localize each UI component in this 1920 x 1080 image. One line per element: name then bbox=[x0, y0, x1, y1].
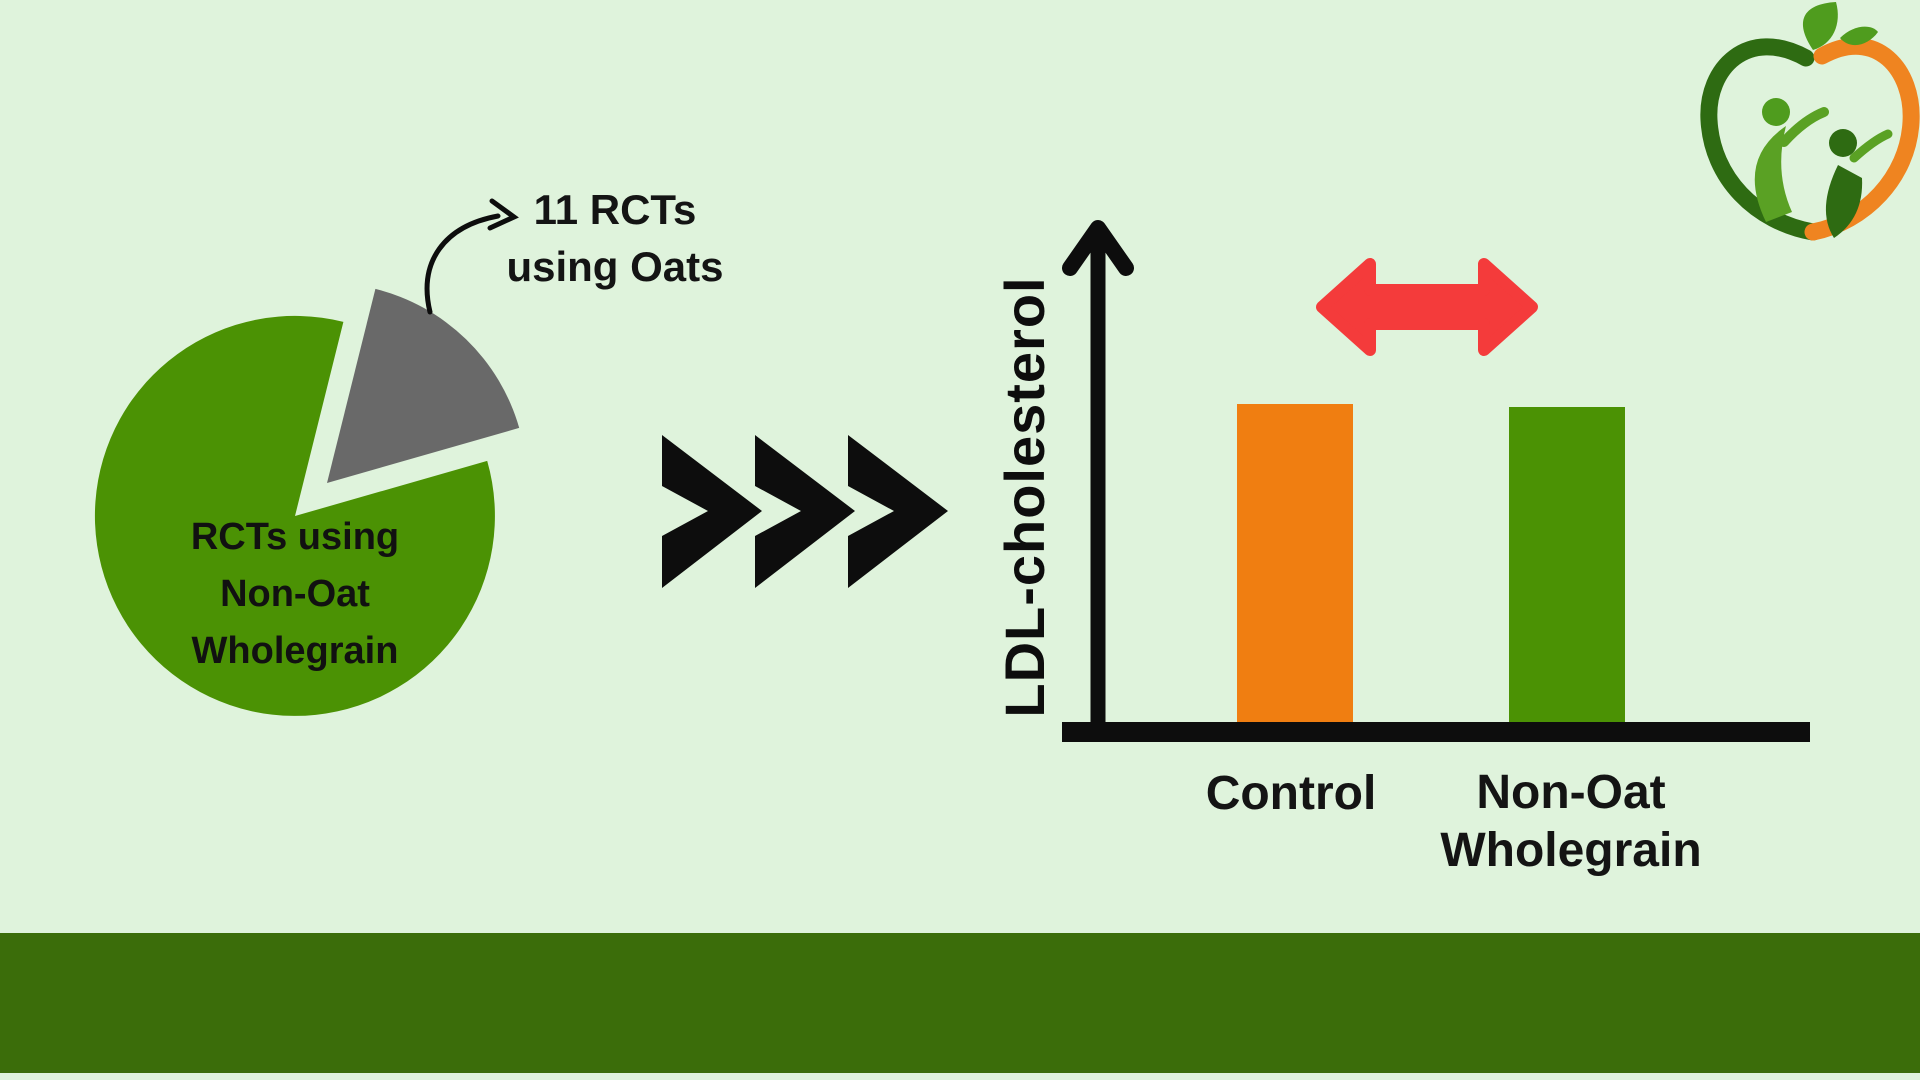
x-tick-label-non-oat: Non-Oat Wholegrain bbox=[1418, 764, 1724, 880]
pie-slice-label: RCTs using Non-Oat Wholegrain bbox=[93, 509, 497, 680]
callout-curved-arrow bbox=[424, 198, 519, 315]
y-axis-label: LDL-cholesterol bbox=[993, 276, 1056, 718]
logo-figure-dark-body bbox=[1825, 165, 1863, 238]
logo-figure-light-head bbox=[1762, 98, 1790, 126]
logo-apple-right-arc bbox=[1804, 37, 1920, 241]
oats-callout: 11 RCTs using Oats bbox=[450, 181, 780, 295]
chevron-2-icon bbox=[755, 435, 855, 588]
pie-slice-non-oat-wholegrain bbox=[94, 315, 495, 716]
logo-figure-light-arm bbox=[1779, 107, 1829, 147]
logo-leaf-icon bbox=[1802, 2, 1838, 50]
y-axis-arrowhead-icon bbox=[1062, 220, 1134, 276]
pie-slice-oats-exploded bbox=[327, 288, 520, 483]
bar-control bbox=[1237, 404, 1353, 733]
chevron-3-icon bbox=[848, 435, 948, 588]
pie-label-line2: Non-Oat bbox=[220, 573, 370, 615]
oats-callout-line1: 11 RCTs bbox=[533, 186, 697, 233]
triple-chevron-icon bbox=[662, 435, 948, 588]
axes bbox=[1062, 220, 1810, 742]
logo-figure-dark-head bbox=[1829, 129, 1857, 157]
pie-label-line3: Wholegrain bbox=[191, 630, 399, 672]
chevron-1-icon bbox=[662, 435, 762, 588]
double-arrow-icon bbox=[1316, 258, 1538, 356]
apple-people-logo-icon bbox=[1700, 2, 1920, 241]
bar-chart bbox=[1062, 220, 1810, 742]
logo-figure-light-body bbox=[1754, 126, 1792, 222]
x-tick-label-non-oat-line2: Wholegrain bbox=[1440, 824, 1702, 877]
pie-label-line1: RCTs using bbox=[190, 516, 400, 558]
curved-arrow-line bbox=[424, 213, 501, 315]
logo-leaf-small-icon bbox=[1840, 26, 1878, 46]
citation-bar: Hollænder et al.: Whole-grain and blood … bbox=[0, 933, 1920, 1073]
oats-callout-line2: using Oats bbox=[506, 243, 724, 290]
bar-non-oat-wholegrain bbox=[1509, 407, 1625, 733]
logo-figure-dark-arm bbox=[1849, 129, 1893, 163]
curved-arrow-head-icon bbox=[487, 198, 519, 231]
x-tick-label-non-oat-line1: Non-Oat bbox=[1476, 766, 1666, 819]
x-tick-label-control: Control bbox=[1205, 767, 1377, 820]
pie-chart bbox=[94, 288, 520, 716]
